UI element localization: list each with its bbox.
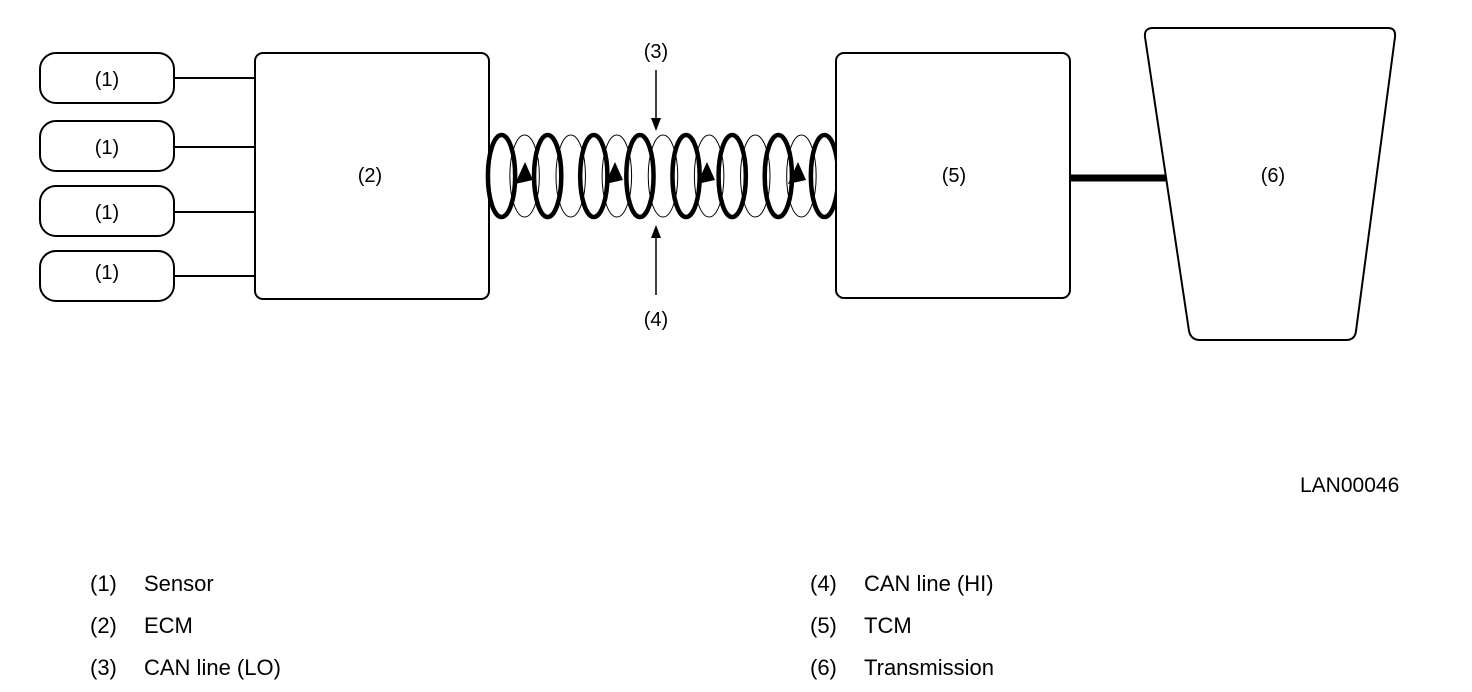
ecm-label: (2) xyxy=(358,165,382,187)
can-hi-label: (4) xyxy=(644,309,668,331)
legend-text: CAN line (LO) xyxy=(144,655,281,680)
signal-direction-arrow xyxy=(515,162,533,184)
sensor-label: (1) xyxy=(95,137,119,159)
ecm-box: (2) xyxy=(254,52,490,300)
legend-text: Sensor xyxy=(144,571,214,596)
can-hi-arrow-head xyxy=(651,225,661,238)
legend-text: Transmission xyxy=(864,655,994,680)
legend-item: (1) Sensor xyxy=(90,563,281,605)
legend-text: ECM xyxy=(144,613,193,638)
sensor-1: (1) xyxy=(39,52,175,104)
can-twisted-pair xyxy=(485,132,841,220)
legend-text: CAN line (HI) xyxy=(864,571,994,596)
legend-number: (6) xyxy=(810,655,837,680)
sensor-2: (1) xyxy=(39,120,175,172)
can-bus-diagram: (1) (1) (1) (1) (2) (3) xyxy=(39,27,1397,341)
can-hi-wire-loop xyxy=(716,132,749,220)
can-hi-wire-loop xyxy=(531,132,564,220)
sensor-4: (1) xyxy=(39,250,175,302)
can-lo-wire-loop xyxy=(693,134,725,218)
tcm-box: (5) xyxy=(835,52,1071,299)
sensor-label: (1) xyxy=(95,69,119,91)
legend-number: (5) xyxy=(810,613,837,638)
can-lo-wire-loop xyxy=(509,134,540,218)
can-hi-wire-loop xyxy=(577,132,610,220)
transmission-label: (6) xyxy=(1261,165,1285,187)
can-lo-wire-loop xyxy=(786,134,817,218)
can-hi-wire-loop xyxy=(762,132,795,220)
legend-item: (2) ECM xyxy=(90,605,281,647)
can-lo-arrow-head xyxy=(651,118,661,131)
legend-right-column: (4) CAN line (HI) (5) TCM (6) Transmissi… xyxy=(810,563,994,689)
legend-number: (2) xyxy=(90,613,117,638)
can-lo-wire-loop xyxy=(555,134,586,218)
signal-direction-arrow xyxy=(605,162,623,184)
legend-item: (6) Transmission xyxy=(810,647,994,689)
can-hi-wire-loop xyxy=(624,132,656,220)
tcm-label: (5) xyxy=(942,165,966,187)
legend-text: TCM xyxy=(864,613,912,638)
sensor-label: (1) xyxy=(95,262,119,284)
legend-item: (4) CAN line (HI) xyxy=(810,563,994,605)
can-lo-label: (3) xyxy=(644,41,668,63)
sensor-label: (1) xyxy=(95,202,119,224)
can-lo-wire-loop xyxy=(647,134,679,218)
legend-number: (1) xyxy=(90,571,117,596)
legend-left-column: (1) Sensor (2) ECM (3) CAN line (LO) xyxy=(90,563,281,689)
sensor-3: (1) xyxy=(39,185,175,237)
legend-number: (4) xyxy=(810,571,837,596)
legend-item: (3) CAN line (LO) xyxy=(90,647,281,689)
signal-direction-arrow xyxy=(697,162,715,184)
can-lo-pointer: (3) xyxy=(644,41,668,131)
figure-code: LAN00046 xyxy=(1300,474,1400,497)
signal-direction-arrow xyxy=(788,162,806,184)
can-hi-pointer: (4) xyxy=(644,225,668,331)
can-hi-wire-loop xyxy=(485,132,518,220)
can-hi-wire-loop xyxy=(670,132,702,220)
can-lo-wire-loop xyxy=(601,134,633,218)
transmission-shape: (6) xyxy=(1143,27,1397,341)
legend-number: (3) xyxy=(90,655,117,680)
legend-item: (5) TCM xyxy=(810,605,994,647)
can-lo-wire-loop xyxy=(740,134,771,218)
can-hi-wire-loop xyxy=(808,132,841,220)
transmission-outline xyxy=(1143,27,1397,341)
